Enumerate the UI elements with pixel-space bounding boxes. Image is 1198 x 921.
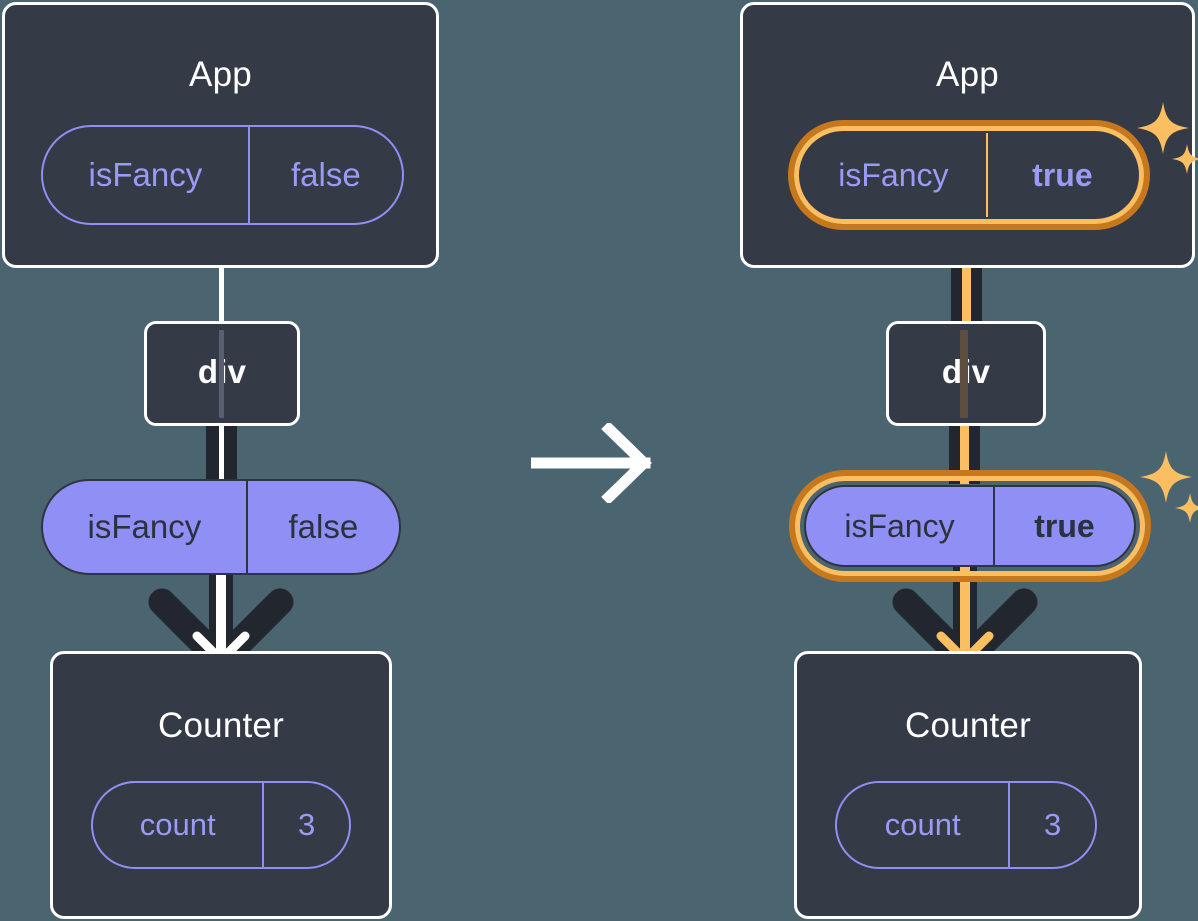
connector-core (219, 424, 224, 484)
app-state-pill-key: isFancy (88, 156, 203, 193)
sparkle-icon-props (1140, 451, 1198, 523)
connector-through-div-highlighted (960, 330, 968, 418)
app-title: App (936, 55, 999, 94)
counter-state-pill-value: 3 (262, 783, 349, 867)
connector-through-div (219, 330, 224, 418)
counter-state-pill-count[interactable]: count 3 (91, 781, 351, 869)
counter-title: Counter (158, 706, 284, 745)
props-pill-value: false (245, 481, 399, 573)
app-state-pill-isfancy[interactable]: isFancy true (799, 131, 1139, 219)
counter-state-pill-count[interactable]: count 3 (835, 781, 1097, 869)
counter-state-pill-key: count (884, 807, 961, 842)
counter-title: Counter (905, 706, 1031, 745)
transition-arrow-right-icon (531, 423, 652, 503)
panel-before: App isFancy false div isFancy false (0, 0, 460, 921)
props-pill-value: true (992, 487, 1134, 565)
panel-after: App isFancy true div isFa (738, 0, 1198, 921)
sparkle-icon-app (1137, 102, 1198, 174)
connector-div-to-props (206, 424, 237, 484)
app-title: App (189, 55, 252, 94)
props-pill-isfancy[interactable]: isFancy false (41, 479, 401, 575)
highlight-ring-inner (794, 126, 1144, 224)
connector-core-highlighted (962, 213, 971, 323)
app-state-pill-isfancy[interactable]: isFancy false (41, 125, 404, 225)
props-pill-isfancy[interactable]: isFancy true (804, 485, 1136, 567)
highlight-ring-inner (795, 476, 1145, 576)
app-state-pill-value: true (985, 133, 1137, 217)
props-pill-highlight-ring: isFancy true (789, 470, 1151, 582)
app-state-pill-highlight-ring: isFancy true (788, 120, 1150, 230)
connector-app-to-div (219, 266, 224, 322)
app-state-pill-key: isFancy (838, 156, 949, 193)
props-pill-key: isFancy (844, 507, 955, 544)
counter-state-pill-key: count (139, 807, 216, 842)
props-pill-key: isFancy (87, 508, 202, 545)
connector-core-highlighted (960, 424, 969, 484)
counter-state-pill-value: 3 (1008, 783, 1095, 867)
app-state-pill-value: false (247, 127, 402, 223)
